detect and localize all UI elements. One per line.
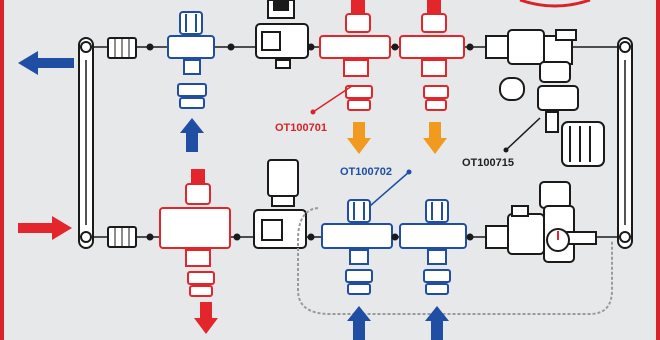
- arrow-up-blue-icon: [425, 306, 449, 340]
- fitting-top-left: [107, 37, 137, 59]
- arrow-down-red-icon: [194, 302, 218, 334]
- joint-dot: [307, 233, 315, 241]
- valve-top-gray: [255, 0, 309, 69]
- top-badge-arc: [519, 0, 591, 8]
- leader-dot: [503, 147, 509, 153]
- valve-top-red-1: [319, 0, 391, 111]
- frame-right-edge: [656, 0, 660, 340]
- label-pump-group: OT100715: [462, 157, 514, 169]
- arrow-right-red-icon: [18, 216, 72, 240]
- valve-bottom-blue-1: [321, 199, 393, 295]
- leader-dot: [310, 109, 316, 115]
- arrow-up-blue-icon: [347, 306, 371, 340]
- leader-valve-top: [312, 85, 353, 113]
- valve-top-blue: [167, 11, 215, 109]
- right-manifold-bar: [617, 37, 633, 249]
- arrow-down-orange-icon: [347, 122, 371, 154]
- label-valve-top: OT100701: [275, 122, 327, 134]
- valve-bottom-right: [485, 181, 597, 263]
- joint-dot: [391, 43, 399, 51]
- leader-valve-bottom: [369, 171, 410, 207]
- leader-dot: [406, 169, 412, 175]
- left-manifold-bar: [78, 37, 94, 249]
- leader-pump-group: [505, 117, 541, 151]
- fitting-bottom-left: [107, 226, 137, 248]
- arrow-up-blue-icon: [180, 118, 204, 152]
- frame-left-edge: [0, 0, 4, 340]
- hose-icon: [297, 207, 613, 315]
- joint-dot: [307, 43, 315, 51]
- joint-dot: [466, 43, 474, 51]
- label-valve-bottom: OT100702: [340, 166, 392, 178]
- joint-dot: [466, 233, 474, 241]
- valve-bottom-blue-2: [399, 199, 467, 295]
- valve-bottom-red: [159, 169, 231, 297]
- joint-dot: [233, 233, 241, 241]
- pump-group-top: [485, 29, 605, 167]
- arrow-left-blue-icon: [18, 51, 74, 75]
- joint-dot: [391, 233, 399, 241]
- joint-dot: [227, 43, 235, 51]
- joint-dot: [146, 43, 154, 51]
- arrow-down-orange-icon: [423, 122, 447, 154]
- valve-top-red-2: [399, 0, 465, 111]
- valve-bottom-gray: [253, 159, 307, 249]
- joint-dot: [146, 233, 154, 241]
